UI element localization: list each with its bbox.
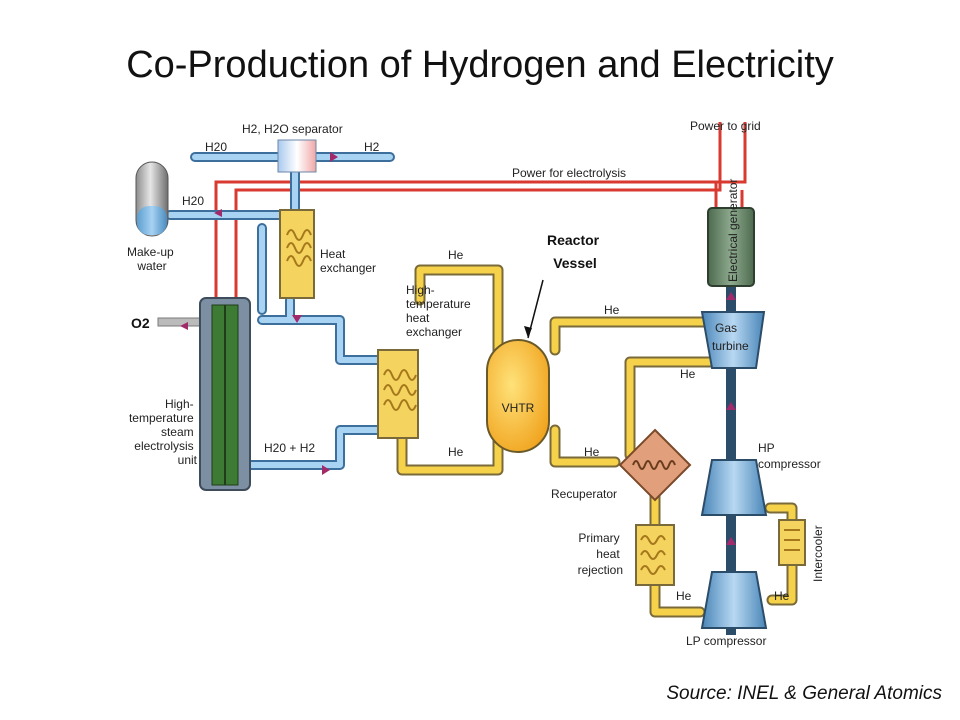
vhtr-label: VHTR	[502, 401, 535, 415]
gas-turbine-label: Gas turbine	[712, 321, 749, 353]
he-turbine-out-label: He	[680, 367, 696, 381]
source-note: Source: INEL & General Atomics	[666, 683, 942, 704]
hp-compressor-label: HP compressor	[758, 441, 821, 471]
reactor-pointer-arrowhead	[524, 326, 532, 338]
electrolysis-unit-label: High- temperature steam electrolysis uni…	[129, 397, 198, 467]
heat-exchanger-label: Heat exchanger	[320, 247, 376, 275]
he-lp-right-label: He	[774, 589, 790, 603]
he-top-loop-label: He	[448, 248, 464, 262]
he-turbine-in-label: He	[604, 303, 620, 317]
power-lines	[214, 122, 747, 312]
recuperator-label: Recuperator	[551, 487, 617, 501]
heat-exchanger	[279, 209, 315, 299]
hp-compressor	[700, 459, 768, 516]
h2o-h2-label: H20 + H2	[264, 441, 315, 455]
ht-heat-exchanger-label: High- temperature heat exchanger	[406, 283, 474, 339]
makeup-water-label: Make-up water	[127, 245, 177, 273]
he-bottom-loop-label: He	[448, 445, 464, 459]
vhtr-reactor	[486, 339, 550, 453]
he-lp-left-label: He	[676, 589, 692, 603]
slide-title: Co-Production of Hydrogen and Electricit…	[126, 44, 834, 86]
intercooler-label: Intercooler	[811, 525, 825, 582]
reactor-vessel-label: Reactor Vessel	[547, 232, 603, 271]
lp-compressor-label: LP compressor	[686, 634, 766, 648]
tank-h2o-label: H20	[182, 194, 204, 208]
intercooler	[778, 519, 806, 566]
water-pipes	[165, 152, 395, 470]
h2-h2o-separator	[277, 139, 317, 173]
o2-label: O2	[131, 315, 150, 331]
o2-outlet-pipe	[157, 317, 201, 327]
h2o-left-label: H20	[205, 140, 227, 154]
electrical-generator-label: Electrical generator	[726, 179, 740, 282]
high-temperature-heat-exchanger	[377, 349, 419, 439]
makeup-water-tank	[135, 161, 169, 237]
flow-arrows	[180, 152, 736, 545]
recuperator	[618, 428, 692, 502]
power-for-electrolysis-label: Power for electrolysis	[512, 166, 626, 180]
he-recuperator-label: He	[584, 445, 600, 459]
separator-label: H2, H2O separator	[242, 122, 343, 136]
electrolysis-unit	[199, 297, 251, 491]
primary-heat-rejection	[635, 524, 675, 586]
gas-turbine	[700, 311, 766, 369]
h2-right-label: H2	[364, 140, 380, 154]
electrical-generator	[707, 207, 755, 287]
power-to-grid-label: Power to grid	[690, 119, 761, 133]
lp-compressor	[700, 571, 768, 629]
primary-heat-rejection-label: Primary heat rejection	[578, 531, 623, 577]
